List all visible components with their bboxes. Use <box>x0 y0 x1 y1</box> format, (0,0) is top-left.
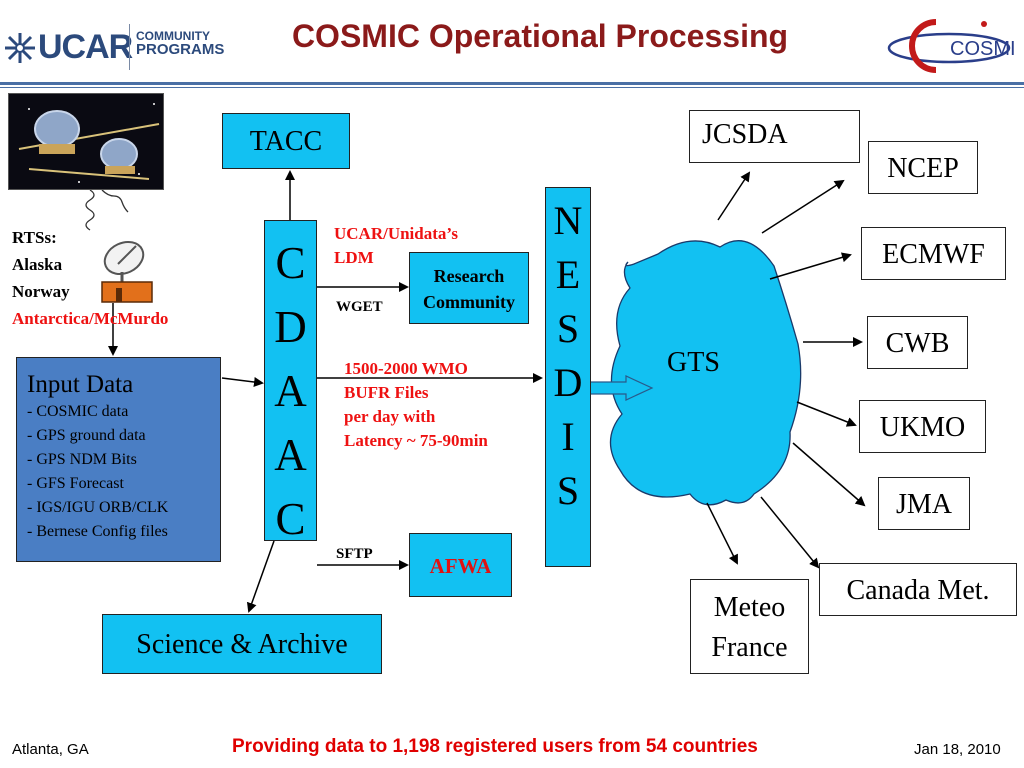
rtss-site-antarctica: Antarctica/McMurdo <box>12 309 169 328</box>
nesdis-box: N E S D I S <box>545 187 591 567</box>
input-data-item: - Bernese Config files <box>27 523 168 540</box>
ucar-logo <box>0 20 230 76</box>
ecmwf-label: ECMWF <box>882 239 985 270</box>
satellite-image <box>8 93 164 190</box>
wget-label: WGET <box>336 299 383 315</box>
bufr-note-line: 1500-2000 WMO <box>344 359 468 378</box>
satellite-icon <box>18 103 160 183</box>
nesdis-letter: I <box>561 414 575 459</box>
cosmic-logo-text: COSMIC <box>950 38 1014 60</box>
ukmo-label: UKMO <box>879 412 966 443</box>
bufr-note-line: Latency ~ 75-90min <box>344 431 488 450</box>
canada-met-label: Canada Met. <box>846 575 990 606</box>
footer-location: Atlanta, GA <box>12 741 89 758</box>
footer-users-note: Providing data to 1,198 registered users… <box>232 736 758 757</box>
research-community-box: Research Community <box>409 252 529 324</box>
jcsda-box: JCSDA <box>689 110 860 163</box>
ucar-star-icon <box>5 33 35 63</box>
nesdis-letter: D <box>553 360 583 405</box>
sftp-label: SFTP <box>336 546 373 562</box>
jcsda-label: JCSDA <box>702 119 788 150</box>
nesdis-letter: S <box>556 468 580 513</box>
science-archive-label: Science & Archive <box>136 629 348 660</box>
footer-date: Jan 18, 2010 <box>914 741 1001 758</box>
science-archive-box: Science & Archive <box>102 614 382 674</box>
ucar-wordmark: UCAR <box>38 28 133 66</box>
ucar-subtitle: COMMUNITY PROGRAMS <box>136 29 225 58</box>
page-title: COSMIC Operational Processing <box>291 18 789 54</box>
input-data-box: Input Data - COSMIC data - GPS ground da… <box>16 357 221 562</box>
gts-label: GTS <box>667 347 720 378</box>
meteo-france-line: Meteo <box>713 592 786 623</box>
nesdis-letter: S <box>556 306 580 351</box>
nesdis-letter: E <box>555 252 581 297</box>
ecmwf-box: ECMWF <box>861 227 1006 280</box>
tacc-box: TACC <box>222 113 350 169</box>
cdaac-letter: A <box>274 366 307 416</box>
antenna-icon <box>101 240 153 303</box>
cdaac-letter: C <box>275 238 306 288</box>
research-community-line: Research <box>433 266 505 286</box>
rtss-site: Alaska <box>12 255 63 274</box>
ncep-label: NCEP <box>887 153 959 184</box>
cdaac-box: C D A A C <box>264 220 317 544</box>
tacc-label: TACC <box>249 126 323 157</box>
cdaac-letter: A <box>274 430 307 480</box>
ucar-subtitle-line2: PROGRAMS <box>136 41 225 58</box>
ldm-label-line: UCAR/Unidata’s <box>334 224 459 243</box>
ncep-box: NCEP <box>868 141 978 194</box>
cdaac-letter: C <box>275 494 306 544</box>
bufr-note-line: per day with <box>344 407 436 426</box>
ldm-label-line: LDM <box>334 248 374 267</box>
ldm-label: UCAR/Unidata’s LDM <box>334 222 458 270</box>
rtss-site: Norway <box>12 282 70 301</box>
rtss-label: RTSs: Alaska Norway Antarctica/McMurdo <box>12 224 168 332</box>
canada-met-box: Canada Met. <box>819 563 1017 616</box>
ukmo-box: UKMO <box>859 400 986 453</box>
jma-box: JMA <box>878 477 970 530</box>
gts-cloud <box>609 240 802 506</box>
rtss-heading: RTSs: <box>12 228 57 247</box>
cwb-label: CWB <box>885 328 950 359</box>
jma-label: JMA <box>895 489 952 520</box>
ucar-subtitle-line1: COMMUNITY <box>136 29 210 43</box>
ground-station-antenna <box>96 232 156 304</box>
cwb-box: CWB <box>867 316 968 369</box>
input-data-item: - GFS Forecast <box>27 475 124 492</box>
afwa-box: AFWA <box>409 533 512 597</box>
meteo-france-line: France <box>711 632 788 663</box>
header-rule-thin <box>0 87 1024 88</box>
cosmic-logo: COSMIC <box>884 12 1014 74</box>
input-data-item: - GPS ground data <box>27 427 146 444</box>
cdaac-letter: D <box>274 302 307 352</box>
header-rule <box>0 82 1024 85</box>
afwa-label: AFWA <box>429 554 492 578</box>
meteo-france-box: Meteo France <box>690 579 809 674</box>
bufr-note: 1500-2000 WMO BUFR Files per day with La… <box>344 357 488 453</box>
input-data-item: - IGS/IGU ORB/CLK <box>27 499 169 516</box>
input-data-item: - GPS NDM Bits <box>27 451 137 468</box>
ucar-logo-divider <box>129 24 130 70</box>
cosmic-logo-graphic: COSMIC <box>887 19 1014 73</box>
bufr-note-line: BUFR Files <box>344 383 429 402</box>
input-data-item: - COSMIC data <box>27 403 129 420</box>
nesdis-letter: N <box>553 198 583 243</box>
input-data-heading: Input Data <box>27 371 134 398</box>
research-community-line: Community <box>422 292 515 312</box>
